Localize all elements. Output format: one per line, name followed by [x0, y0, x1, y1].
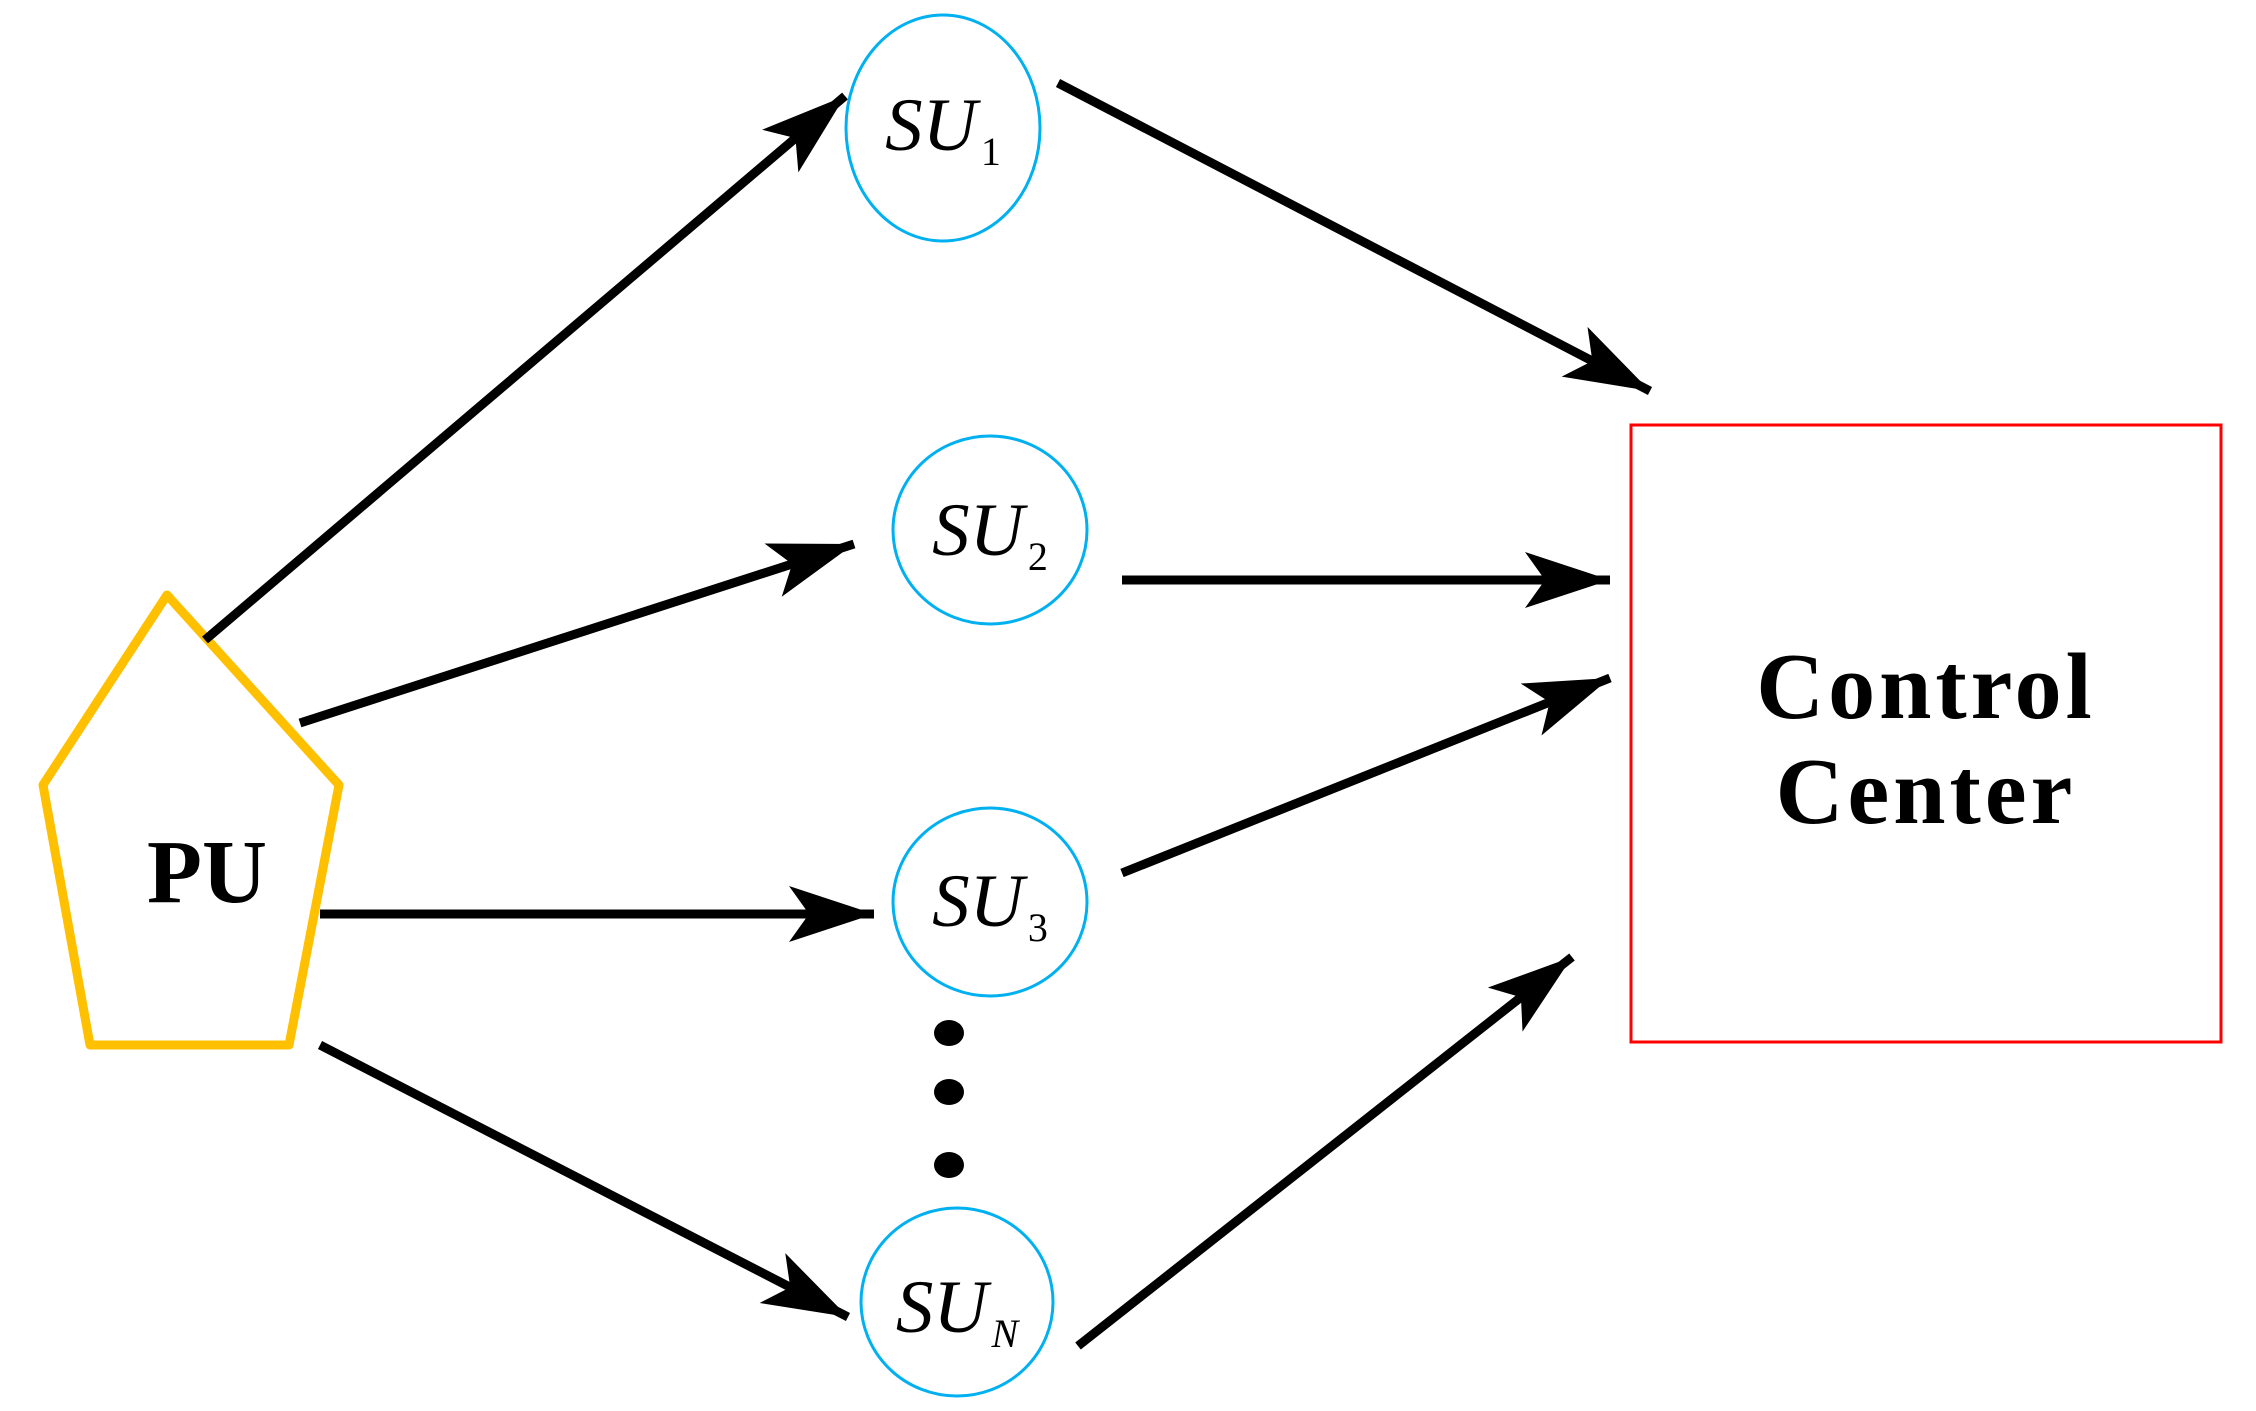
- edges-su-to-control-center: [1055, 79, 1653, 1350]
- ellipsis-dot: [934, 1152, 964, 1178]
- edge-pu-su1: [202, 92, 848, 644]
- edge-su1-control-center: [1055, 79, 1653, 395]
- secondary-user-circle: [891, 434, 1089, 626]
- ellipsis-dot: [934, 1020, 964, 1046]
- edge-su3-control-center: [1120, 673, 1612, 878]
- su-subscript: N: [990, 1311, 1020, 1356]
- edges-pu-to-su: [202, 92, 874, 1322]
- edge-sun-control-center: [1075, 953, 1575, 1350]
- control-center-label-line2: Center: [1776, 740, 2077, 844]
- su-subscript: 2: [1028, 534, 1048, 579]
- control-center-label-line1: Control: [1756, 635, 2096, 739]
- su-main-text: SU: [932, 489, 1029, 572]
- su-main-text: SU: [885, 84, 982, 167]
- primary-user-node: PU: [38, 590, 344, 1050]
- primary-user-label: PU: [147, 823, 267, 922]
- su-subscript: 1: [981, 129, 1001, 174]
- ellipsis-dots: [934, 1020, 964, 1178]
- su-subscript: 3: [1028, 905, 1048, 950]
- ellipsis-dot: [934, 1079, 964, 1105]
- su-main-text: SU: [896, 1266, 993, 1349]
- edge-pu-sun: [317, 1040, 851, 1322]
- edge-pu-su2: [298, 539, 856, 728]
- secondary-user-circle: [844, 13, 1042, 243]
- secondary-user-circle: [859, 1206, 1055, 1398]
- secondary-user-circle: [891, 806, 1089, 998]
- control-center-box: [1629, 423, 2223, 1044]
- su-main-text: SU: [932, 860, 1029, 943]
- primary-user-pentagon: [38, 590, 344, 1050]
- control-center-node: Control Center: [1629, 423, 2223, 1044]
